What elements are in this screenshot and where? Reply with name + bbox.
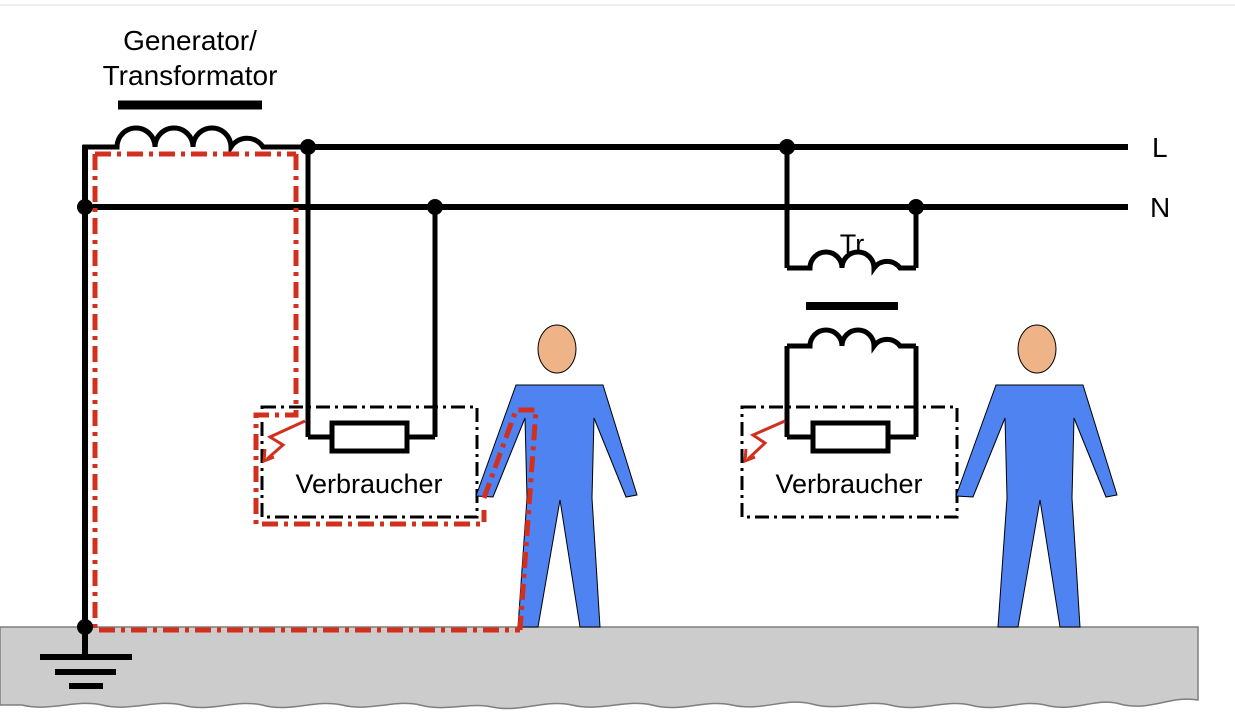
junction-L-right [779,139,795,155]
right-load-resistor [810,420,891,454]
left-load-resistor [329,420,410,454]
conductor-N-label: N [1150,192,1170,223]
earth-symbol [40,654,132,689]
person-right-head [1017,324,1057,374]
fault-lightning-left [262,419,306,464]
left-load-wiring [305,147,438,454]
person-right-body [955,384,1118,628]
junction-N-earth [77,199,93,215]
secondary-coil [787,327,916,354]
person-left [475,324,638,628]
source-label-line1: Generator/ [123,25,257,56]
conductor-L-label: L [1152,132,1168,163]
source-transformer [82,100,308,156]
left-load-label: Verbraucher [295,469,442,499]
left-load-enclosure [260,405,479,519]
junction-earth [77,619,93,635]
junction-N-right [908,199,924,215]
fault-path-body [481,407,539,631]
right-load-enclosure [740,405,959,519]
fault-lightning-right [743,419,786,464]
source-label-line2: Transformator [103,60,278,91]
isolation-transformer [784,147,919,437]
fault-path-earth [92,154,520,633]
source-coil [82,125,308,156]
junction-N-left [427,199,443,215]
primary-coil [787,249,916,276]
right-load-wiring [787,420,916,454]
junction-dots [77,139,924,635]
fault-path-loop-left [253,154,487,527]
person-left-body [475,384,638,628]
person-right [955,324,1118,628]
isolation-transformer-label: Tr [840,229,864,259]
junction-L-left [300,139,316,155]
person-left-head [537,324,577,374]
earth-ground [0,626,1199,710]
fault-current-path [92,151,539,633]
right-load-label: Verbraucher [775,469,922,499]
